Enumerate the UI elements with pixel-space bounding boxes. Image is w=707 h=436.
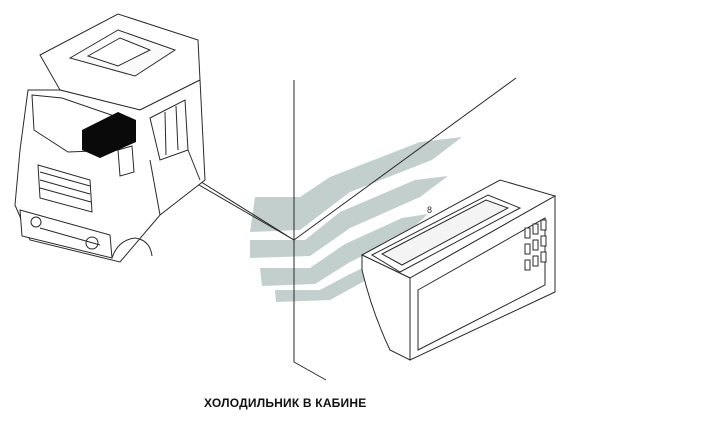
callout-number: 8 bbox=[427, 205, 432, 215]
fridge-location-highlight bbox=[82, 112, 136, 158]
truck-cab-icon bbox=[14, 13, 206, 263]
refrigerator-icon bbox=[360, 179, 557, 361]
fridge-vents bbox=[524, 219, 547, 271]
figure-caption: ХОЛОДИЛЬНИК В КАБИНЕ bbox=[204, 396, 367, 410]
watermark-logo bbox=[250, 137, 462, 302]
